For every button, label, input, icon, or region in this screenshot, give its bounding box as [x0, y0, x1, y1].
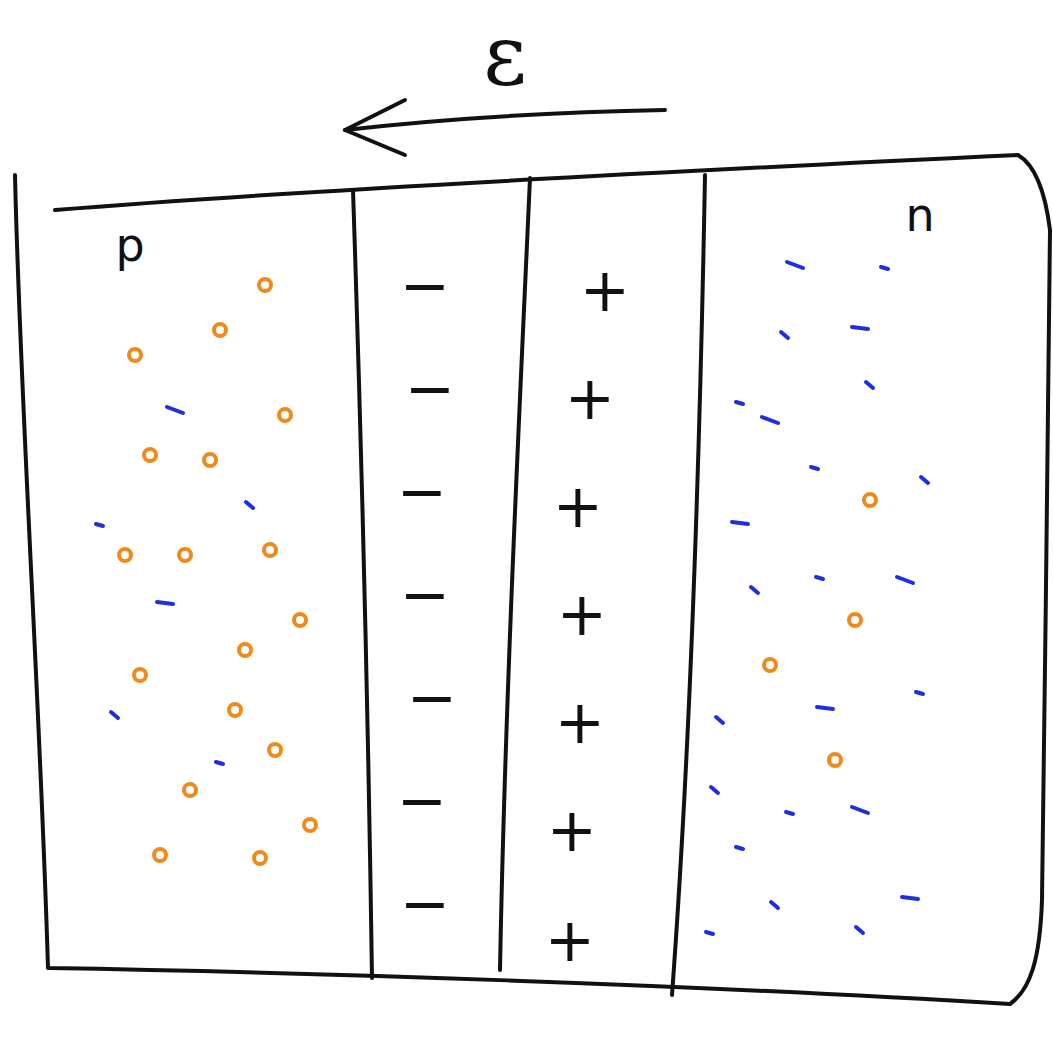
region-boundary: [353, 190, 372, 978]
electron-carrier: [111, 712, 118, 718]
region-boundary: [672, 175, 705, 995]
electron-carrier: [771, 902, 778, 908]
charge-sign: −: [405, 358, 455, 418]
electron-carrier: [706, 932, 713, 934]
hole-carrier: [764, 659, 776, 671]
charge-sign: +: [545, 910, 595, 970]
hole-carrier: [179, 549, 191, 561]
electron-carrier: [902, 897, 918, 899]
electron-carrier: [811, 467, 818, 469]
p-region: p: [20, 200, 353, 970]
charge-sign: +: [565, 368, 615, 428]
electron-carrier: [167, 407, 183, 413]
field-arrow-shaft: [345, 110, 665, 130]
electron-carrier: [736, 402, 743, 404]
electron-carrier: [852, 807, 868, 813]
electron-carrier: [716, 717, 723, 723]
field-label: ε: [483, 13, 527, 97]
electron-carrier: [216, 762, 223, 764]
hole-carrier: [134, 669, 146, 681]
hole-carrier: [119, 549, 131, 561]
electron-carrier: [781, 332, 788, 338]
electron-carrier: [157, 602, 173, 604]
hole-carrier: [144, 449, 156, 461]
electron-carrier: [762, 417, 778, 423]
electron-carrier: [866, 382, 873, 388]
hole-carrier: [259, 279, 271, 291]
hole-carrier: [184, 784, 196, 796]
electron-carrier: [856, 927, 863, 933]
crystal-outline: [15, 155, 1050, 1004]
charge-sign: +: [555, 692, 605, 752]
positive-layer: + + + + + + +: [514, 180, 702, 985]
charge-sign: −: [407, 667, 457, 727]
region-label: n: [905, 192, 934, 238]
charge-sign: −: [397, 770, 447, 830]
charge-sign: −: [400, 255, 450, 315]
electron-carrier: [736, 847, 743, 849]
electron-carrier: [246, 502, 253, 508]
hole-carrier: [864, 494, 876, 506]
hole-carrier: [129, 349, 141, 361]
electron-carrier: [921, 477, 928, 483]
hole-carrier: [264, 544, 276, 556]
electron-carrier: [816, 577, 823, 579]
field-arrow-head: [345, 100, 405, 155]
region-label: p: [115, 222, 144, 268]
hole-carrier: [254, 852, 266, 864]
hole-carrier: [204, 454, 216, 466]
charge-sign: +: [580, 260, 630, 320]
charge-sign: −: [400, 873, 450, 933]
hole-carrier: [294, 614, 306, 626]
electron-carrier: [817, 707, 833, 709]
negative-layer: − − − − − − −: [362, 190, 510, 975]
electron-carrier: [786, 812, 793, 814]
electron-carrier: [897, 577, 913, 583]
hole-carrier: [849, 614, 861, 626]
charge-sign: −: [397, 461, 447, 521]
hole-carrier: [304, 819, 316, 831]
hole-carrier: [214, 324, 226, 336]
electron-carrier: [881, 267, 888, 269]
electron-carrier: [787, 262, 803, 268]
charge-sign: +: [557, 584, 607, 644]
hole-carrier: [279, 409, 291, 421]
hole-carrier: [154, 849, 166, 861]
charge-sign: +: [547, 800, 597, 860]
n-region: n: [706, 170, 1040, 995]
electron-carrier: [916, 692, 923, 694]
hole-carrier: [269, 744, 281, 756]
electron-carrier: [751, 587, 758, 593]
electron-carrier: [96, 524, 103, 526]
charge-sign: +: [553, 476, 603, 536]
electron-carrier: [732, 522, 748, 524]
charge-sign: −: [400, 564, 450, 624]
region-boundary: [500, 178, 530, 970]
hole-carrier: [239, 644, 251, 656]
electron-carrier: [852, 327, 868, 329]
electron-carrier: [711, 787, 718, 793]
hole-carrier: [229, 704, 241, 716]
hole-carrier: [829, 754, 841, 766]
